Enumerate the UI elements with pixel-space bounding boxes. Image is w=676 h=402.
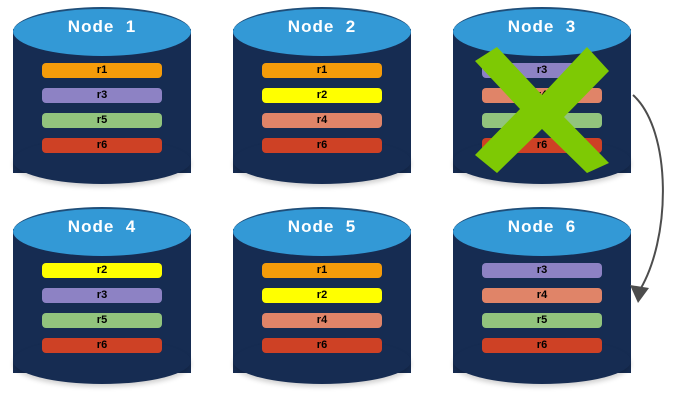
- shard-list: r3 r4 r5 r6: [482, 263, 602, 353]
- shard-r1[interactable]: r1: [262, 263, 382, 278]
- shard-r5[interactable]: r5: [482, 113, 602, 128]
- node-4[interactable]: Node 4 r2 r3 r5 r6: [13, 207, 191, 395]
- shard-r6[interactable]: r6: [482, 138, 602, 153]
- shard-r2[interactable]: r2: [42, 263, 162, 278]
- cylinder-top: [453, 207, 631, 256]
- shard-r5[interactable]: r5: [42, 313, 162, 328]
- shard-r6[interactable]: r6: [42, 338, 162, 353]
- shard-r3[interactable]: r3: [482, 63, 602, 78]
- shard-list: r2 r3 r5 r6: [42, 263, 162, 353]
- node-1[interactable]: Node 1 r1 r3 r5 r6: [13, 7, 191, 195]
- shard-list: r3 r4 r5 r6: [482, 63, 602, 153]
- shard-r5[interactable]: r5: [482, 313, 602, 328]
- shard-r2[interactable]: r2: [262, 88, 382, 103]
- curved-arrow-icon: [630, 94, 664, 303]
- node-title: Node 3: [507, 17, 577, 36]
- shard-r1[interactable]: r1: [262, 63, 382, 78]
- shard-list: r1 r3 r5 r6: [42, 63, 162, 153]
- cylinder-top: [13, 207, 191, 256]
- shard-r2[interactable]: r2: [262, 288, 382, 303]
- shard-r4[interactable]: r4: [262, 313, 382, 328]
- shard-list: r1 r2 r4 r6: [262, 263, 382, 353]
- shard-r4[interactable]: r4: [482, 288, 602, 303]
- node-title: Node 1: [67, 17, 137, 36]
- shard-r6[interactable]: r6: [482, 338, 602, 353]
- shard-r3[interactable]: r3: [482, 263, 602, 278]
- shard-r4[interactable]: r4: [482, 88, 602, 103]
- node-title: Node 5: [287, 217, 357, 236]
- node-title: Node 2: [287, 17, 357, 36]
- shard-r4[interactable]: r4: [262, 113, 382, 128]
- shard-r5[interactable]: r5: [42, 113, 162, 128]
- shard-r3[interactable]: r3: [42, 288, 162, 303]
- shard-r6[interactable]: r6: [42, 138, 162, 153]
- shard-r6[interactable]: r6: [262, 338, 382, 353]
- node-3[interactable]: Node 3 r3 r4 r5 r6: [453, 7, 631, 195]
- node-title: Node 6: [507, 217, 577, 236]
- cylinder-top: [233, 207, 411, 256]
- cylinder-top: [13, 7, 191, 56]
- node-2[interactable]: Node 2 r1 r2 r4 r6: [233, 7, 411, 195]
- shard-r6[interactable]: r6: [262, 138, 382, 153]
- shard-list: r1 r2 r4 r6: [262, 63, 382, 153]
- node-title: Node 4: [67, 217, 137, 236]
- node-5[interactable]: Node 5 r1 r2 r4 r6: [233, 207, 411, 395]
- node-6[interactable]: Node 6 r3 r4 r5 r6: [453, 207, 631, 395]
- cylinder-top: [233, 7, 411, 56]
- shard-r3[interactable]: r3: [42, 88, 162, 103]
- shard-r1[interactable]: r1: [42, 63, 162, 78]
